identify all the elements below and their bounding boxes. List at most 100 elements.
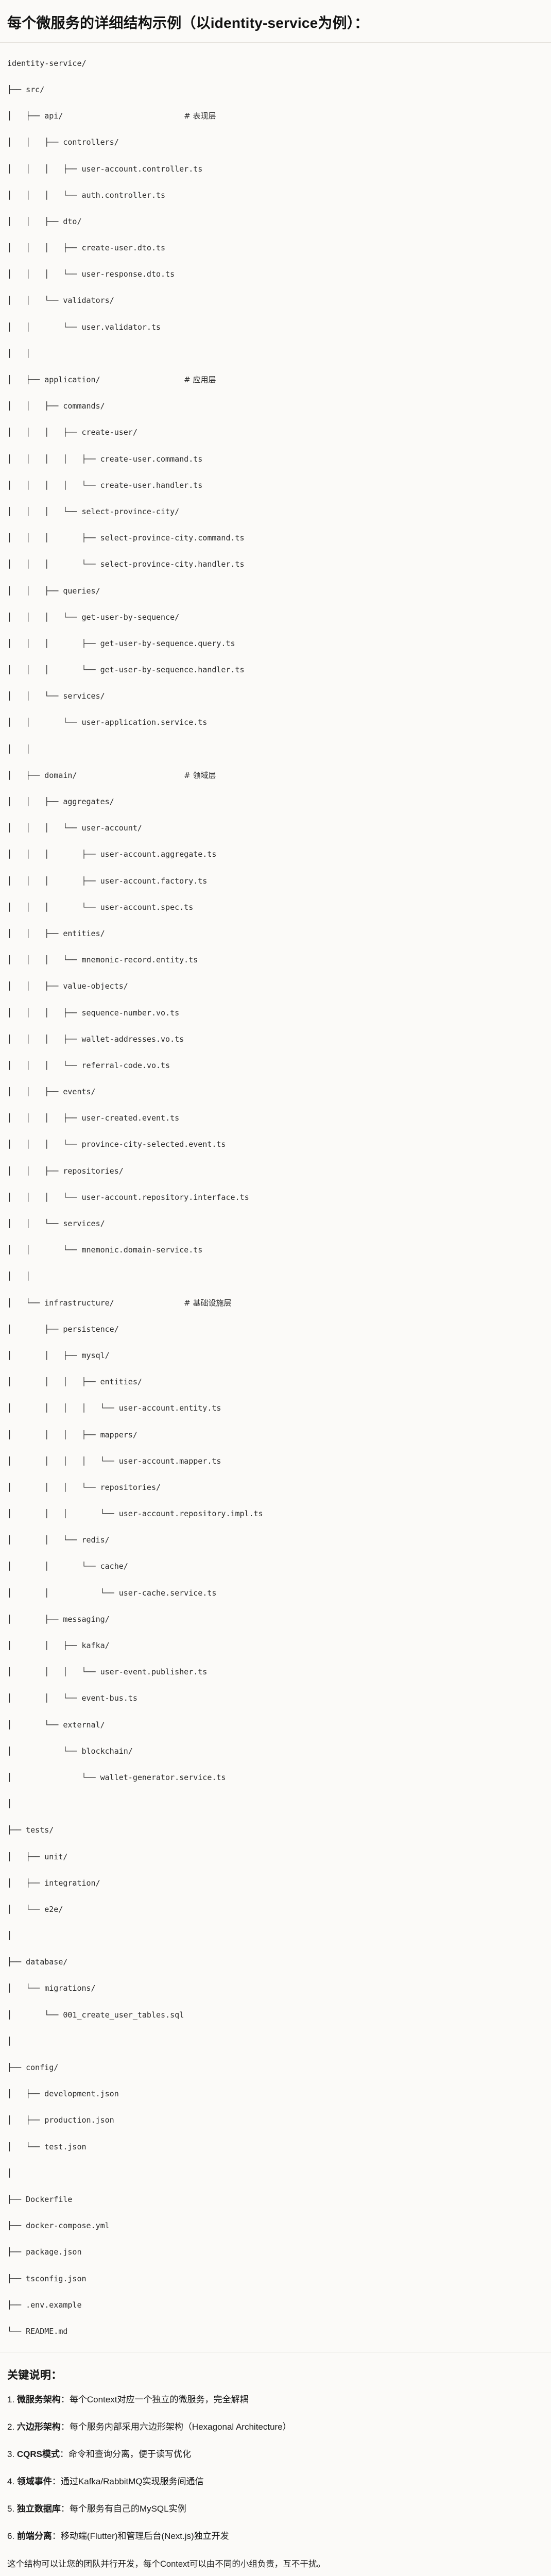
key-note-separator: ： <box>60 2504 70 2514</box>
tree-line: │ ├── messaging/ <box>7 1614 110 1624</box>
tree-line: │ │ └── redis/ <box>7 1535 110 1545</box>
tree-line-comment: # 表现层 <box>184 111 216 121</box>
tree-line: │ ├── api/ # 表现层 <box>7 110 544 123</box>
tree-line: │ └── migrations/ <box>7 1984 96 1993</box>
tree-line: ├── docker-compose.yml <box>7 2221 110 2231</box>
tree-line: │ └── e2e/ <box>7 1904 63 1914</box>
tree-line: │ └── infrastructure/ # 基础设施层 <box>7 1297 544 1310</box>
key-note-separator: ： <box>51 2477 61 2487</box>
tree-line: │ │ │ ├── create-user/ <box>7 428 137 437</box>
key-note-item: 4. 领域事件：通过Kafka/RabbitMQ实现服务间通信 <box>7 2475 544 2488</box>
tree-line: │ │ │ └── select-province-city/ <box>7 506 180 516</box>
tree-line: │ └── blockchain/ <box>7 1746 133 1756</box>
tree-line: │ │ ├── events/ <box>7 1087 96 1097</box>
tree-line: │ │ │ └── get-user-by-sequence.handler.t… <box>7 665 245 675</box>
tree-line: │ │ │ │ └── user-account.mapper.ts <box>7 1456 221 1466</box>
key-note-separator: ： <box>60 2449 69 2459</box>
tree-line: ├── database/ <box>7 1957 68 1967</box>
tree-line: │ │ ├── controllers/ <box>7 138 119 147</box>
tree-line-path: │ └── infrastructure/ <box>7 1298 184 1308</box>
page-title: 每个微服务的详细结构示例（以identity-service为例）： <box>7 15 369 31</box>
tree-line: │ │ │ ├── get-user-by-sequence.query.ts <box>7 638 235 648</box>
tree-line: │ │ └── user-application.service.ts <box>7 718 208 727</box>
tree-line: │ │ <box>7 744 31 754</box>
tree-line-comment: # 应用层 <box>184 375 216 385</box>
title-block: 每个微服务的详细结构示例（以identity-service为例）： <box>0 0 551 43</box>
tree-line: │ │ ├── queries/ <box>7 586 100 596</box>
directory-tree: identity-service/ ├── src/ │ ├── api/ # … <box>7 57 544 2338</box>
key-note-description: 每个服务有自己的MySQL实例 <box>69 2504 186 2514</box>
tree-line: └── README.md <box>7 2326 68 2336</box>
tree-line-path: │ ├── api/ <box>7 111 184 121</box>
tree-line: │ │ │ └── referral-code.vo.ts <box>7 1060 170 1070</box>
tree-line: │ │ │ └── user-account.repository.interf… <box>7 1192 249 1202</box>
tree-line: │ └── test.json <box>7 2142 87 2151</box>
tree-line: │ │ │ ├── sequence-number.vo.ts <box>7 1008 180 1018</box>
key-note-term: 微服务架构 <box>16 2394 61 2404</box>
tree-line: │ │ │ └── user-account.spec.ts <box>7 902 194 912</box>
tree-line: │ │ └── user.validator.ts <box>7 322 161 332</box>
tree-line: │ │ │ │ └── user-account.entity.ts <box>7 1403 221 1413</box>
tree-line: │ ├── production.json <box>7 2115 114 2125</box>
tree-line: ├── tsconfig.json <box>7 2274 87 2283</box>
tree-line: │ └── wallet-generator.service.ts <box>7 1772 226 1782</box>
tree-line: │ │ └── cache/ <box>7 1562 128 1571</box>
tree-line: │ │ │ └── auth.controller.ts <box>7 190 166 200</box>
key-note-separator: ： <box>60 2421 70 2432</box>
key-note-index: 4. <box>7 2477 17 2487</box>
key-note-index: 1. <box>7 2394 17 2404</box>
directory-tree-block: identity-service/ ├── src/ │ ├── api/ # … <box>0 42 551 2352</box>
tree-line: │ │ │ ├── user-created.event.ts <box>7 1113 180 1123</box>
tree-line: │ ├── development.json <box>7 2089 119 2099</box>
key-note-term: 独立数据库 <box>16 2504 61 2514</box>
tree-line: │ │ ├── repositories/ <box>7 1166 124 1176</box>
key-note-item: 1. 微服务架构：每个Context对应一个独立的微服务，完全解耦 <box>7 2393 544 2406</box>
tree-line: │ │ ├── entities/ <box>7 928 105 938</box>
key-note-item: 3. CQRS模式：命令和查询分离，便于读写优化 <box>7 2447 544 2461</box>
key-note-index: 6. <box>7 2531 17 2541</box>
key-note-index: 3. <box>7 2449 17 2459</box>
tree-line: identity-service/ <box>7 58 87 68</box>
key-note-separator: ： <box>51 2531 61 2541</box>
tree-line: │ │ └── validators/ <box>7 296 114 306</box>
tree-line: │ └── external/ <box>7 1720 105 1730</box>
tree-line: │ │ │ ├── user-account.factory.ts <box>7 876 208 886</box>
key-note-term: CQRS模式 <box>16 2449 60 2459</box>
tree-line: │ │ │ └── user-response.dto.ts <box>7 269 175 279</box>
tree-line: │ ├── unit/ <box>7 1852 68 1861</box>
tree-line: │ │ │ └── user-account/ <box>7 823 142 833</box>
tree-line: │ │ ├── value-objects/ <box>7 981 128 991</box>
tree-line: ├── package.json <box>7 2247 82 2257</box>
tree-line: │ │ │ ├── user-account.controller.ts <box>7 164 203 174</box>
tree-line-comment: # 领域层 <box>184 770 216 780</box>
tree-line: │ │ │ ├── user-account.aggregate.ts <box>7 850 217 859</box>
tree-line: ├── Dockerfile <box>7 2194 73 2204</box>
tree-line: │ ├── integration/ <box>7 1878 100 1888</box>
tree-line: │ <box>7 1799 12 1809</box>
tree-line: │ │ └── services/ <box>7 1219 105 1229</box>
tree-line: │ │ │ ├── create-user.dto.ts <box>7 243 166 253</box>
tree-line: │ │ │ │ └── create-user.handler.ts <box>7 480 203 490</box>
tree-line-path: │ ├── domain/ <box>7 770 184 780</box>
key-notes-heading: 关键说明： <box>7 2369 62 2381</box>
tree-line: │ │ ├── aggregates/ <box>7 797 114 807</box>
tree-line: │ │ └── event-bus.ts <box>7 1693 137 1703</box>
tree-line: │ │ └── mnemonic.domain-service.ts <box>7 1245 203 1255</box>
tree-line: │ │ │ ├── mappers/ <box>7 1430 137 1439</box>
tree-line: │ │ │ └── repositories/ <box>7 1482 161 1492</box>
tree-line: │ ├── domain/ # 领域层 <box>7 769 544 783</box>
tree-line-path: │ ├── application/ <box>7 375 184 385</box>
tree-line-comment: # 基础设施层 <box>184 1298 232 1308</box>
tree-line: │ │ │ └── get-user-by-sequence/ <box>7 612 180 622</box>
key-note-separator: ： <box>60 2394 70 2404</box>
tree-line: │ │ │ ├── entities/ <box>7 1377 142 1387</box>
tree-line: ├── config/ <box>7 2063 59 2073</box>
tree-line: │ └── 001_create_user_tables.sql <box>7 2010 184 2020</box>
tree-line: │ │ ├── kafka/ <box>7 1641 110 1651</box>
tree-line: │ │ <box>7 348 31 358</box>
tree-line: ├── .env.example <box>7 2300 82 2310</box>
tree-line: │ │ └── services/ <box>7 691 105 701</box>
